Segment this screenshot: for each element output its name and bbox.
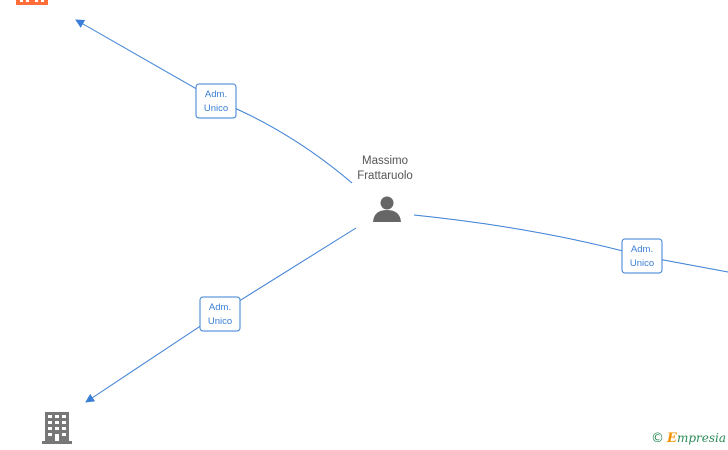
building-icon[interactable] (16, 0, 48, 5)
edge-label-line2: Unico (630, 258, 654, 269)
brand-watermark: ©Empresia (651, 431, 726, 446)
building-icon[interactable] (42, 412, 72, 444)
edge-label-line1: Adm. (205, 89, 227, 100)
edge-line-right (413, 214, 728, 273)
edge-label-line2: Unico (204, 103, 228, 114)
edge-label-line1: Adm. (209, 302, 231, 313)
person-name-line2: Frattaruolo (357, 170, 413, 182)
person-icon[interactable] (373, 196, 401, 223)
brand-initial: E (667, 431, 677, 446)
edge-label-right[interactable]: Adm. Unico (621, 238, 663, 274)
edge-label-line1: Adm. (631, 244, 653, 255)
edge-label-bottom-left[interactable]: Adm. Unico (199, 296, 241, 332)
person-name[interactable]: Massimo Frattaruolo (335, 154, 435, 184)
copyright-symbol: © (651, 431, 665, 446)
edge-label-line2: Unico (208, 316, 232, 327)
person-name-line1: Massimo (361, 155, 408, 167)
brand-name-rest: mpresia (676, 431, 726, 445)
edge-label-top-left[interactable]: Adm. Unico (195, 83, 237, 119)
